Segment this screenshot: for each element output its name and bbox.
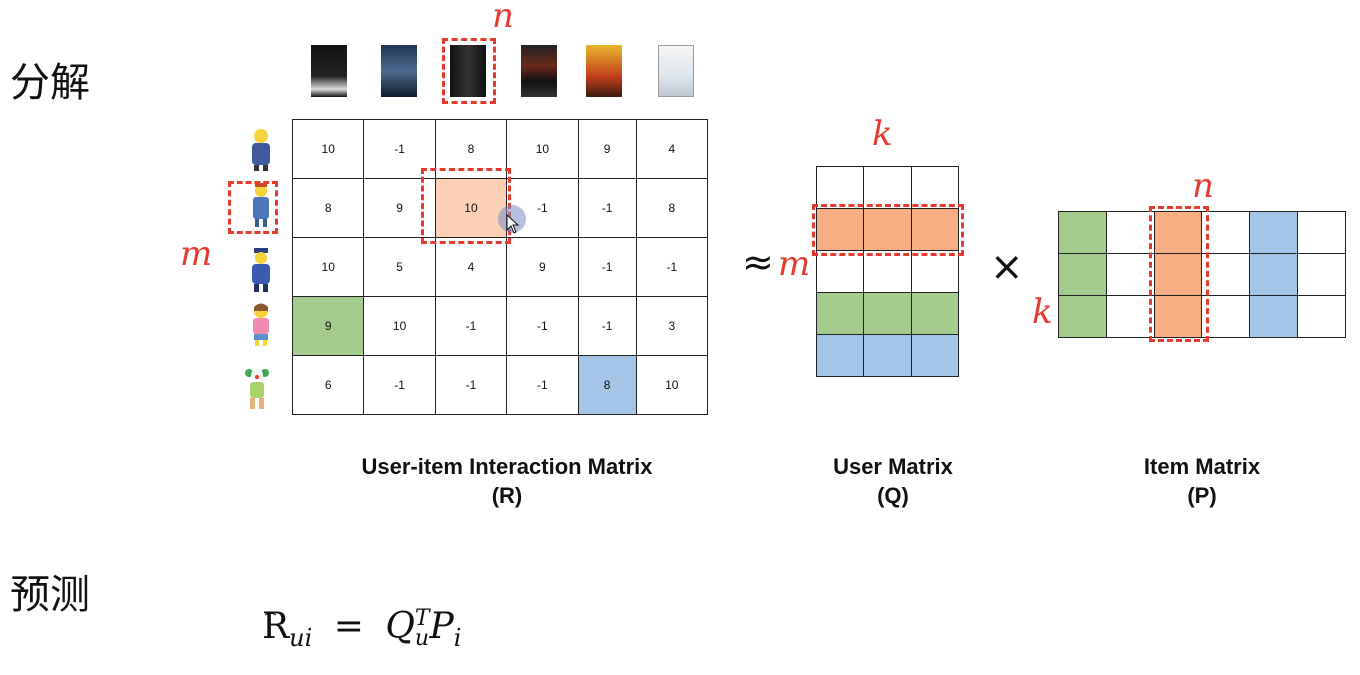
user-matrix-caption: User Matrix (Q) xyxy=(793,452,993,510)
godfather-poster-icon xyxy=(311,45,347,97)
m-label-left: m xyxy=(180,234,213,274)
simpson-user-1-icon xyxy=(252,129,270,171)
matrix-cell: -1 xyxy=(506,355,579,415)
n-label-p: n xyxy=(1192,166,1214,206)
formula-sup-t: T xyxy=(414,606,430,631)
matrix-cell: 5 xyxy=(363,237,436,297)
hat-icon: ⌢ xyxy=(264,600,278,624)
interaction-matrix: 10 -1 8 10 9 4 8 9 10 -1 -1 8 10 5 4 9 -… xyxy=(291,119,709,415)
inception-poster-icon xyxy=(381,45,417,97)
formula-equals: = xyxy=(333,606,364,647)
m-label-q: m xyxy=(778,244,811,284)
matrix-cell: 4 xyxy=(635,119,709,179)
decompose-heading: 分解 xyxy=(10,60,90,106)
formula-r: R xyxy=(262,606,290,647)
formula-sub-u: u xyxy=(414,626,430,651)
matrix-cell: 3 xyxy=(635,296,709,356)
interaction-matrix-caption: User-item Interaction Matrix (R) xyxy=(292,452,722,510)
matrix-cell: -1 xyxy=(506,296,579,356)
selected-item-highlight xyxy=(442,38,496,104)
matrix-cell: 10 xyxy=(363,296,436,356)
user-matrix xyxy=(815,166,960,377)
matrix-cell: -1 xyxy=(434,296,508,356)
formula-q: Q xyxy=(385,606,415,647)
item-matrix-caption-line2: (P) xyxy=(1187,483,1217,508)
simpson-user-5-icon xyxy=(245,369,269,409)
user-row-highlight xyxy=(812,204,964,256)
forrest-gump-poster-icon xyxy=(658,45,694,97)
item-matrix xyxy=(1058,211,1346,338)
matrix-cell: -1 xyxy=(635,237,709,297)
formula-sub-ui: ui xyxy=(289,624,313,653)
matrix-cell: 10 xyxy=(506,119,579,179)
matrix-cell-highlight-green: 9 xyxy=(291,296,365,356)
matrix-cell: 10 xyxy=(635,355,709,415)
item-matrix-caption: Item Matrix (P) xyxy=(1102,452,1302,510)
simpson-user-2-icon xyxy=(253,183,269,227)
matrix-cell: 4 xyxy=(434,237,508,297)
predict-heading: 预测 xyxy=(10,572,90,618)
matrix-cell-highlight-orange: 10 xyxy=(434,178,508,238)
user-matrix-caption-line1: User Matrix xyxy=(833,454,953,479)
selected-cell-highlight xyxy=(421,168,511,244)
matrix-cell: 10 xyxy=(291,119,365,179)
simpson-user-4-icon xyxy=(253,303,269,346)
k-label-top: k xyxy=(872,114,893,154)
matrix-cell: -1 xyxy=(577,237,637,297)
matrix-cell: 9 xyxy=(577,119,637,179)
matrix-cell: 10 xyxy=(291,237,365,297)
n-label-top: n xyxy=(492,0,514,36)
pulp-fiction-yellow-poster-icon xyxy=(586,45,622,97)
formula-sub-i: i xyxy=(453,624,462,653)
approx-sign: ≈ xyxy=(742,240,774,284)
simpson-user-3-icon xyxy=(252,248,270,292)
item-column-highlight xyxy=(1149,206,1209,342)
pointer-arrow-icon xyxy=(506,214,520,234)
matrix-cell: 9 xyxy=(506,237,579,297)
matrix-cell: -1 xyxy=(363,355,436,415)
selected-user-highlight xyxy=(228,181,278,234)
interaction-matrix-caption-line1: User-item Interaction Matrix xyxy=(361,454,653,479)
k-label-p: k xyxy=(1032,292,1053,332)
matrix-cell: -1 xyxy=(577,296,637,356)
item-matrix-caption-line1: Item Matrix xyxy=(1143,454,1261,479)
leon-poster-icon xyxy=(450,45,486,97)
r-hat: ⌢ R xyxy=(262,600,290,647)
formula-p: P xyxy=(429,606,454,647)
interaction-matrix-caption-line2: (R) xyxy=(491,483,523,508)
matrix-cell-highlight-blue: 8 xyxy=(577,355,637,415)
matrix-cell: -1 xyxy=(577,178,637,238)
matrix-cell: 8 xyxy=(291,178,365,238)
matrix-cell: 6 xyxy=(291,355,365,415)
matrix-cell: 8 xyxy=(635,178,709,238)
user-matrix-caption-line2: (Q) xyxy=(877,483,909,508)
pulp-fiction-poster-icon xyxy=(521,45,557,97)
times-sign: × xyxy=(990,244,1024,290)
matrix-cell: -1 xyxy=(434,355,508,415)
matrix-cell: -1 xyxy=(363,119,436,179)
